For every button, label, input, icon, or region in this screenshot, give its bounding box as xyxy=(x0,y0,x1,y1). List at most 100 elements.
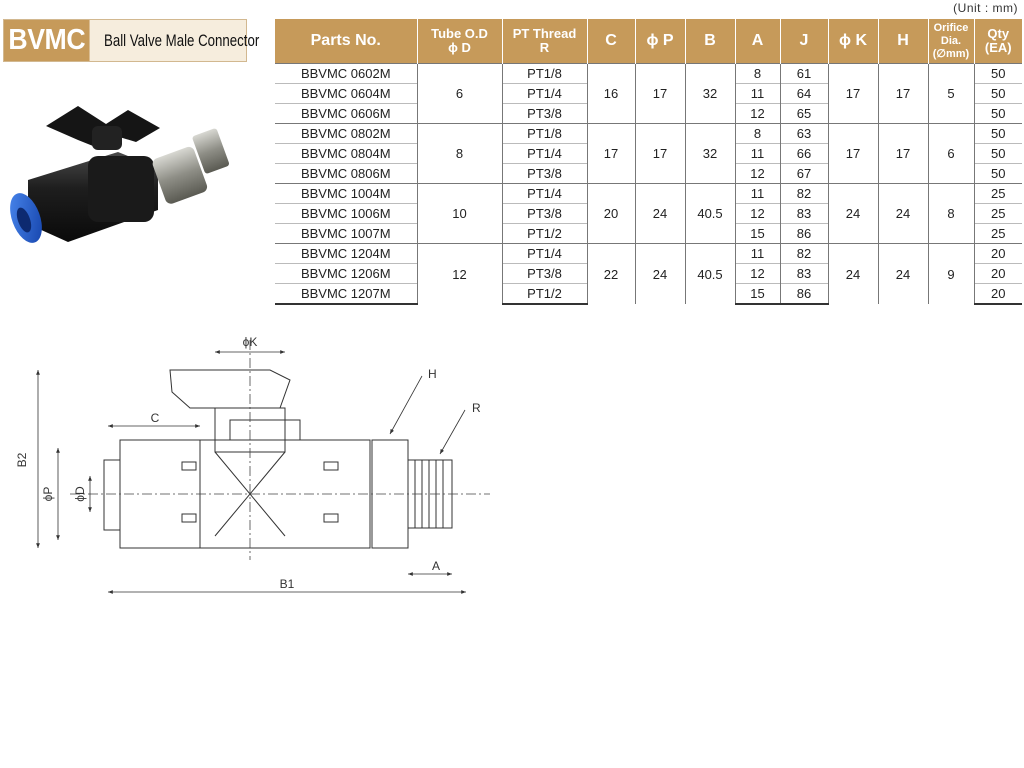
cell-part-no: BBVMC 0802M xyxy=(275,123,417,144)
col-parts-no: Parts No. xyxy=(275,19,417,64)
cell-a: 15 xyxy=(734,283,780,305)
cell-k: 24 xyxy=(827,183,878,244)
cell-h: 24 xyxy=(877,243,928,304)
cell-qty: 50 xyxy=(973,163,1022,184)
cell-pt-thread: PT1/8 xyxy=(501,63,587,84)
cell-j: 61 xyxy=(779,63,828,84)
cell-pt-thread: PT1/2 xyxy=(501,283,587,305)
product-label: BVMC Ball Valve Male Connector xyxy=(3,19,259,62)
cell-qty: 25 xyxy=(973,183,1022,204)
cell-j: 86 xyxy=(779,223,828,244)
col-a: A xyxy=(734,19,780,64)
cell-part-no: BBVMC 1004M xyxy=(275,183,417,204)
label-b2: B2 xyxy=(15,452,29,467)
cell-a: 12 xyxy=(734,263,780,284)
cell-part-no: BBVMC 0604M xyxy=(275,83,417,104)
cell-a: 8 xyxy=(734,123,780,144)
cell-qty: 20 xyxy=(973,263,1022,284)
cell-orifice: 8 xyxy=(927,183,974,244)
cell-j: 82 xyxy=(779,183,828,204)
cell-pt-thread: PT1/8 xyxy=(501,123,587,144)
col-k: ϕ K xyxy=(827,19,878,64)
cell-pt-thread: PT3/8 xyxy=(501,263,587,284)
cell-part-no: BBVMC 0606M xyxy=(275,103,417,124)
cell-k: 24 xyxy=(827,243,878,304)
label-d: ϕD xyxy=(73,486,87,502)
dimension-drawing: ϕK H R C B2 ϕP ϕD A B1 xyxy=(15,335,490,594)
cell-j: 65 xyxy=(779,103,828,124)
cell-part-no: BBVMC 1204M xyxy=(275,243,417,264)
cell-a: 11 xyxy=(734,183,780,204)
col-c: C xyxy=(586,19,635,64)
cell-a: 11 xyxy=(734,243,780,264)
cell-h: 17 xyxy=(877,123,928,184)
cell-part-no: BBVMC 1206M xyxy=(275,263,417,284)
cell-pt-thread: PT1/4 xyxy=(501,183,587,204)
col-h: H xyxy=(877,19,928,64)
col-b: B xyxy=(684,19,735,64)
cell-part-no: BBVMC 0804M xyxy=(275,143,417,164)
cell-j: 83 xyxy=(779,203,828,224)
cell-pt-thread: PT1/4 xyxy=(501,143,587,164)
cell-pt-thread: PT1/4 xyxy=(501,243,587,264)
unit-note: (Unit : mm) xyxy=(953,1,1018,15)
cell-qty: 50 xyxy=(973,83,1022,104)
label-k: ϕK xyxy=(243,335,258,349)
cell-j: 64 xyxy=(779,83,828,104)
product-name: Ball Valve Male Connector xyxy=(104,31,260,50)
cell-part-no: BBVMC 1207M xyxy=(275,283,417,305)
col-j: J xyxy=(779,19,828,64)
cell-orifice: 5 xyxy=(927,63,974,124)
cell-k: 17 xyxy=(827,63,878,124)
cell-h: 17 xyxy=(877,63,928,124)
cell-pt-thread: PT3/8 xyxy=(501,163,587,184)
cell-c: 20 xyxy=(586,183,635,244)
label-h: H xyxy=(428,367,437,381)
label-p: ϕP xyxy=(41,487,55,502)
product-code: BVMC xyxy=(4,20,90,61)
cell-j: 82 xyxy=(779,243,828,264)
cell-b: 32 xyxy=(684,123,735,184)
cell-a: 11 xyxy=(734,83,780,104)
col-p: ϕ P xyxy=(634,19,685,64)
cell-part-no: BBVMC 1006M xyxy=(275,203,417,224)
cell-part-no: BBVMC 0602M xyxy=(275,63,417,84)
cell-qty: 20 xyxy=(973,283,1022,305)
cell-k: 17 xyxy=(827,123,878,184)
cell-c: 16 xyxy=(586,63,635,124)
cell-a: 12 xyxy=(734,203,780,224)
cell-h: 24 xyxy=(877,183,928,244)
cell-tube-od: 10 xyxy=(416,183,502,244)
cell-a: 8 xyxy=(734,63,780,84)
cell-tube-od: 6 xyxy=(416,63,502,124)
cell-qty: 25 xyxy=(973,203,1022,224)
cell-a: 11 xyxy=(734,143,780,164)
cell-tube-od: 8 xyxy=(416,123,502,184)
tube-fitting xyxy=(103,459,121,531)
cell-pt-thread: PT1/4 xyxy=(501,83,587,104)
label-r: R xyxy=(472,401,481,415)
col-qty: Qty(EA) xyxy=(973,19,1022,64)
cell-j: 66 xyxy=(779,143,828,164)
cell-qty: 50 xyxy=(973,103,1022,124)
label-a: A xyxy=(432,559,440,573)
cell-qty: 50 xyxy=(973,143,1022,164)
cell-j: 86 xyxy=(779,283,828,305)
cell-qty: 50 xyxy=(973,123,1022,144)
cell-p: 24 xyxy=(634,243,685,304)
cell-tube-od: 12 xyxy=(416,243,502,304)
cell-p: 24 xyxy=(634,183,685,244)
